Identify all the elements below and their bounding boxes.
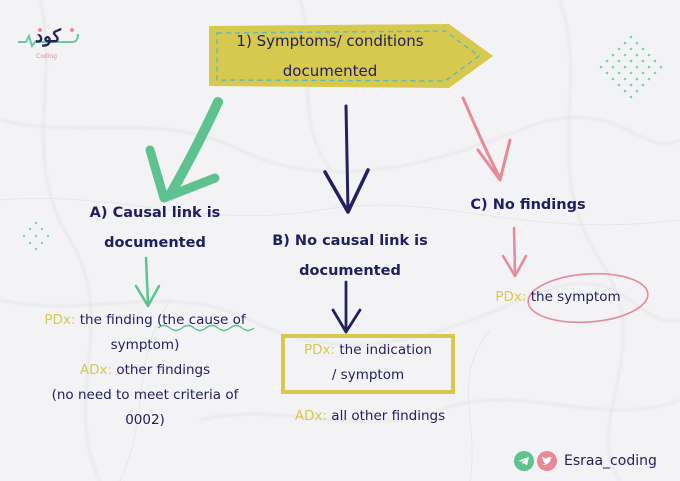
branch-b-pdx-line: PDx: the indication — [283, 338, 453, 363]
branch-a-pdx-line2: symptom) — [110, 337, 180, 353]
branch-c-result: PDx: the symptom — [478, 285, 638, 310]
branch-a-adx-text: other findings — [116, 362, 211, 378]
branch-b-adx-label: ADx: — [294, 408, 327, 424]
branch-a-result: PDx: the finding (the cause of symptom) … — [14, 308, 276, 433]
branch-c-heading: C) No findings — [470, 197, 586, 213]
branch-a-adx-label: ADx: — [79, 362, 113, 378]
branch-b-heading: B) No causal link is documented — [250, 226, 450, 286]
branch-a-pdx-highlight: (the cause of — [157, 312, 246, 328]
top-banner-shape — [209, 24, 493, 88]
branch-b-adx-line: ADx: all other findings — [270, 404, 470, 429]
logo-text: كود — [35, 26, 61, 47]
logo: كود Coding — [12, 20, 82, 64]
branch-a-note-line2: 0002) — [125, 412, 165, 428]
branch-a-note-line1: (no need to meet criteria of — [51, 387, 239, 403]
dot-pattern-decoration — [22, 221, 50, 251]
branch-b-pdx-label: PDx: — [303, 342, 336, 358]
branch-a-heading: A) Causal link is documented — [60, 198, 250, 258]
branch-c-pdx-label: PDx: — [495, 289, 527, 305]
top-title-line1: 1) Symptoms/ conditions — [236, 32, 424, 50]
branch-a-heading-line1: A) Causal link is — [89, 205, 221, 221]
branch-b-adx-text: all other findings — [331, 408, 446, 424]
logo-subtext: Coding — [36, 53, 57, 60]
branch-b-pdx-line2: / symptom — [331, 367, 405, 383]
dot-pattern-decoration — [599, 35, 663, 99]
branch-b-heading-line2: documented — [299, 263, 401, 279]
branch-a-pdx-label: PDx: — [44, 312, 76, 328]
branch-b-pdx-text: the indication — [339, 342, 432, 358]
branch-a-heading-line2: documented — [104, 235, 206, 251]
branch-b-heading-line1: B) No causal link is — [272, 233, 428, 249]
social-handle[interactable]: Esraa_coding — [564, 453, 657, 469]
top-banner: 1) Symptoms/ conditions documented — [210, 26, 450, 86]
social-footer: Esraa_coding — [514, 450, 657, 472]
branch-b-result: PDx: the indication / symptom — [283, 338, 453, 388]
telegram-icon[interactable] — [514, 451, 534, 471]
branch-a-pdx-text: the finding — [79, 312, 153, 328]
logo-mark — [18, 28, 79, 49]
branch-a-adx-line: ADx: other findings — [14, 358, 276, 383]
branch-c-pdx-text: the symptom — [530, 289, 621, 305]
twitter-icon[interactable] — [537, 451, 557, 471]
branch-a-pdx-line: PDx: the finding (the cause of — [14, 308, 276, 333]
top-title-line2: documented — [282, 62, 378, 80]
